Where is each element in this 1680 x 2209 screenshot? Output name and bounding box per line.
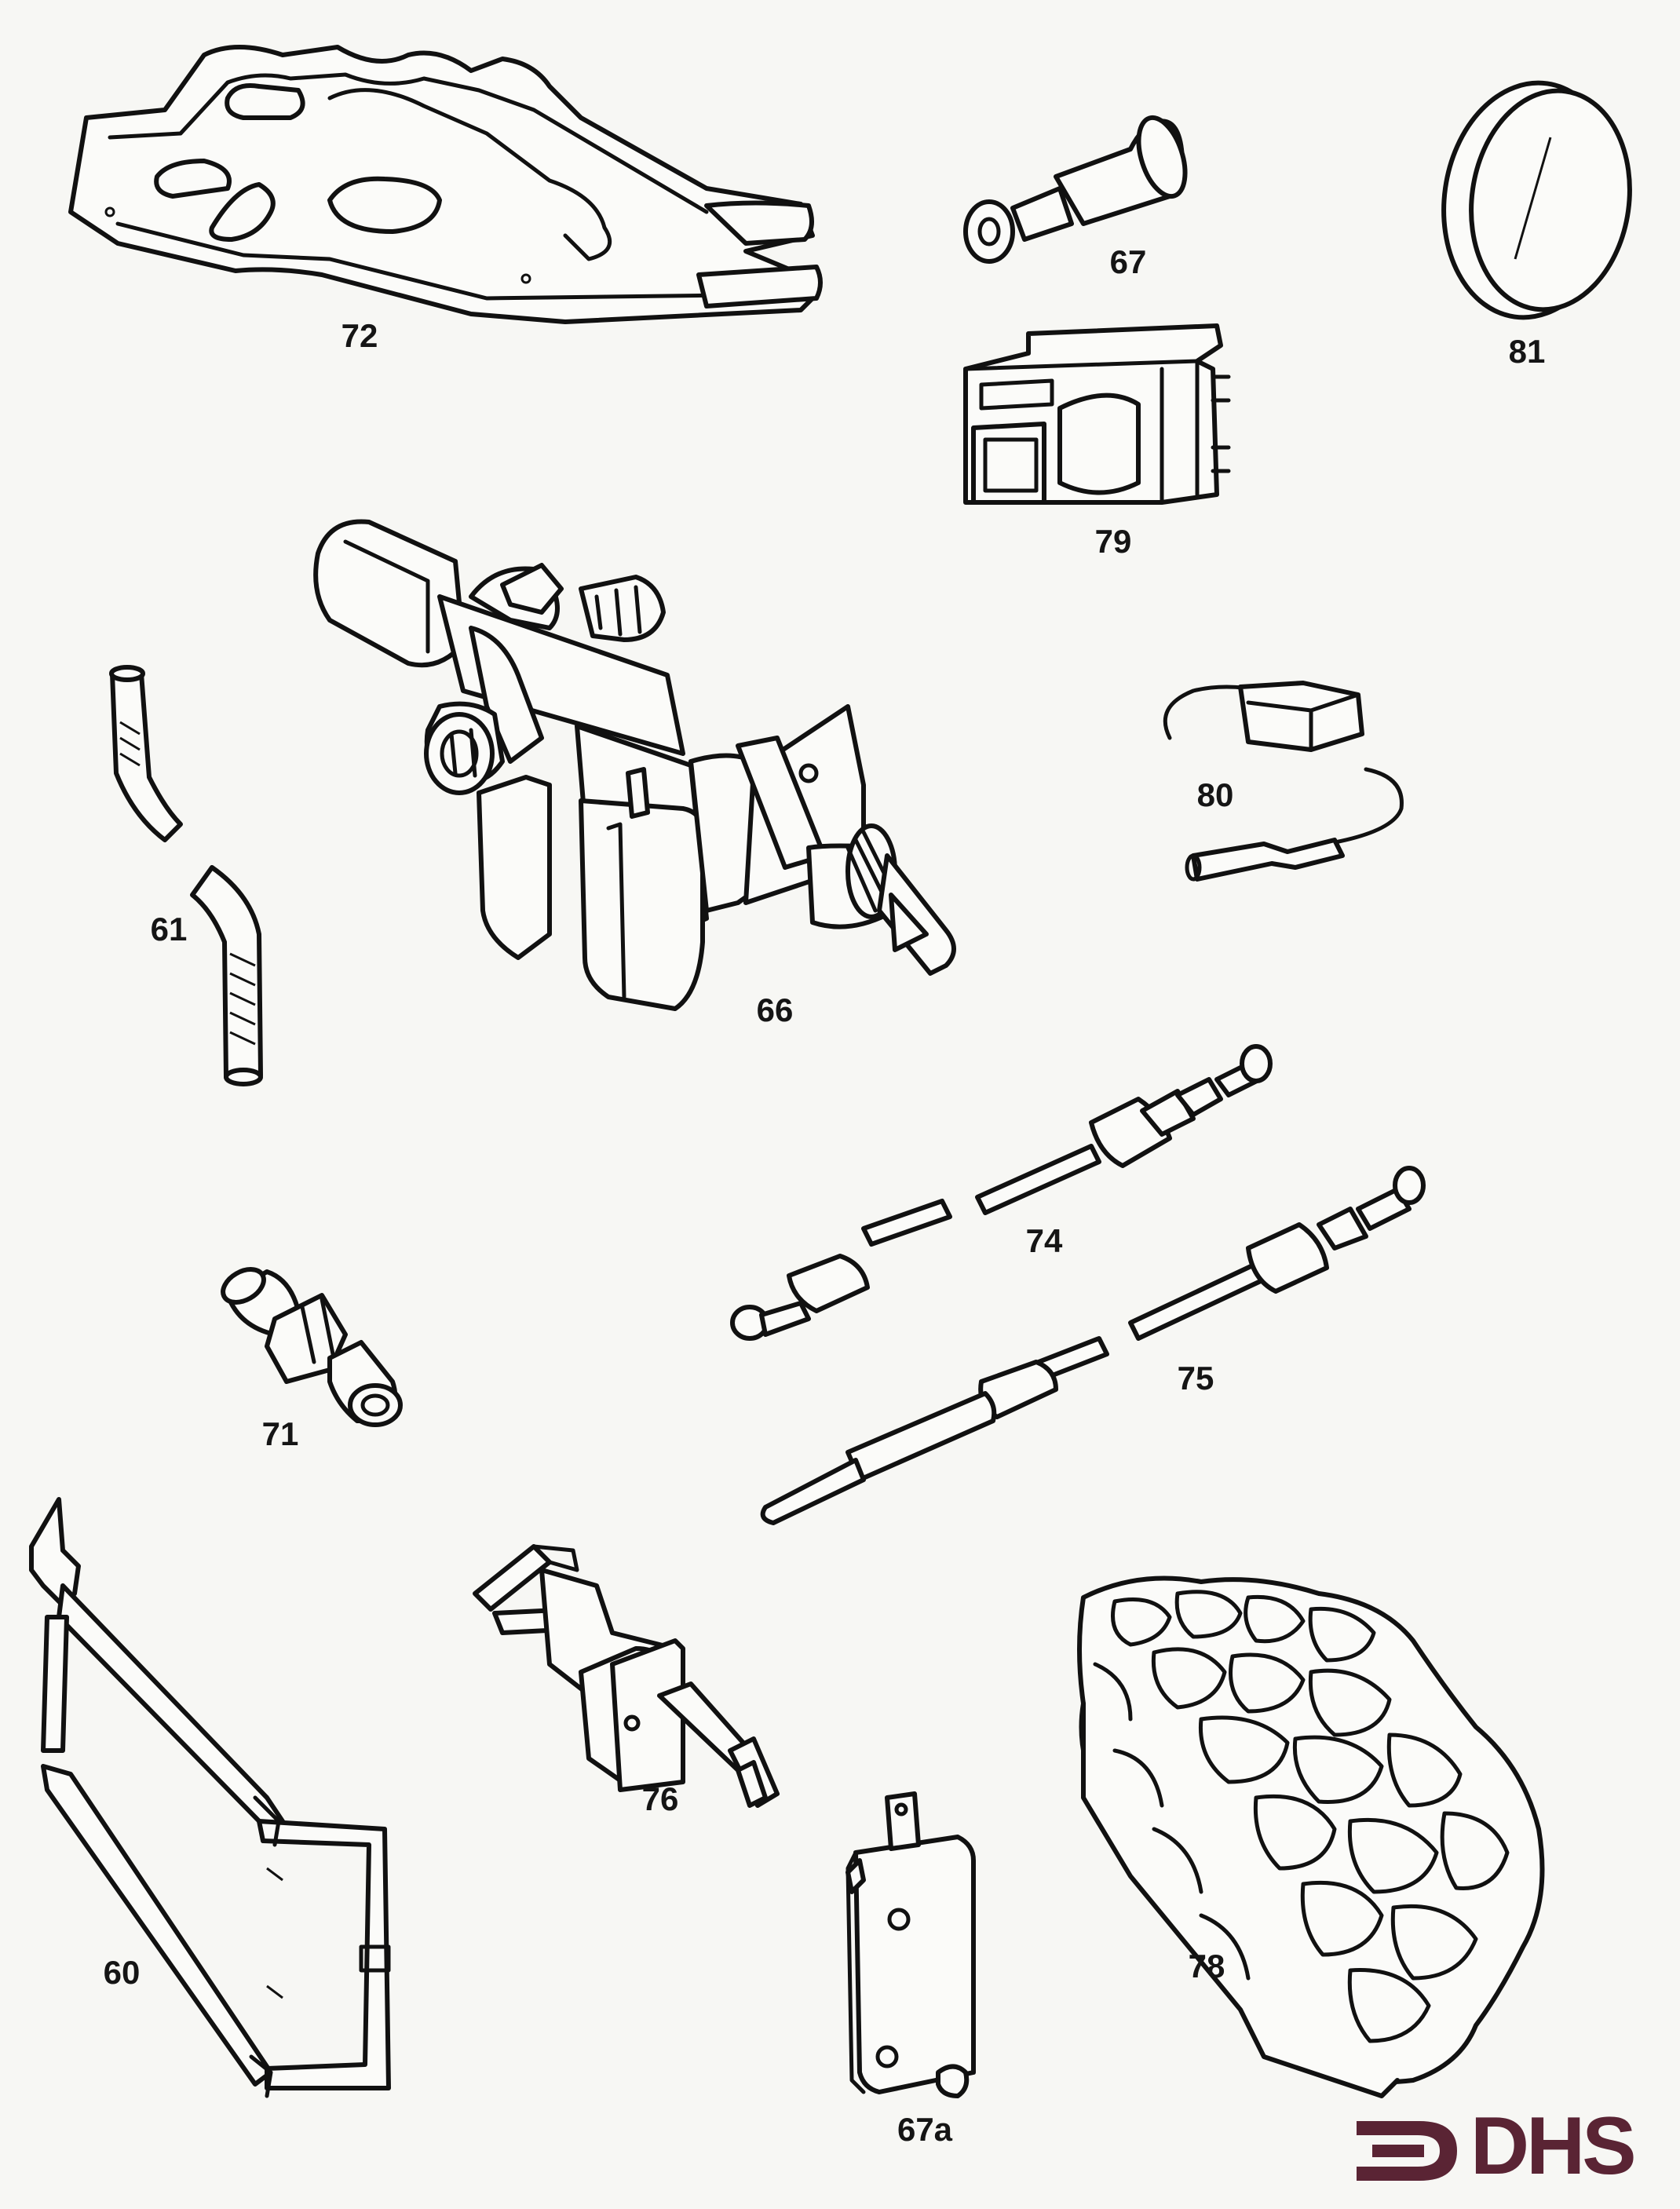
part-81-control-knob bbox=[1441, 80, 1632, 320]
part-78-fuel-bed bbox=[1077, 1576, 1545, 2098]
part-75-probe bbox=[760, 1166, 1426, 1525]
part-79-coil-unit bbox=[963, 323, 1231, 505]
part-60-bracket-frame bbox=[29, 1497, 391, 2098]
part-67-spindle-knob bbox=[963, 115, 1188, 264]
label-75: 75 bbox=[1177, 1360, 1214, 1397]
dhs-logo: DHS bbox=[1357, 2105, 1647, 2190]
label-67: 67 bbox=[1109, 243, 1147, 280]
label-72: 72 bbox=[341, 317, 378, 354]
label-80: 80 bbox=[1196, 776, 1234, 813]
part-71-union-fitting bbox=[221, 1267, 403, 1427]
label-79: 79 bbox=[1094, 523, 1132, 560]
label-61: 61 bbox=[150, 911, 188, 947]
label-66: 66 bbox=[756, 991, 794, 1028]
label-74: 74 bbox=[1025, 1222, 1063, 1259]
label-71: 71 bbox=[261, 1415, 299, 1452]
part-74-thermocouple bbox=[730, 1044, 1273, 1341]
part-72-burner-plate bbox=[68, 45, 823, 324]
label-67a: 67a bbox=[897, 2111, 953, 2148]
part-66-gas-valve bbox=[313, 519, 956, 1011]
dhs-logo-text: DHS bbox=[1470, 2101, 1637, 2192]
label-81: 81 bbox=[1508, 333, 1546, 370]
label-76: 76 bbox=[641, 1780, 679, 1817]
label-60: 60 bbox=[103, 1954, 141, 1991]
label-78: 78 bbox=[1188, 1948, 1225, 1984]
part-76-pilot-burner bbox=[473, 1544, 780, 1808]
part-67a-micro-switch bbox=[845, 1791, 976, 2098]
part-61-tube bbox=[109, 665, 263, 1086]
dhs-logo-mark bbox=[1357, 2121, 1457, 2181]
part-80-lead-connector bbox=[1163, 681, 1404, 882]
